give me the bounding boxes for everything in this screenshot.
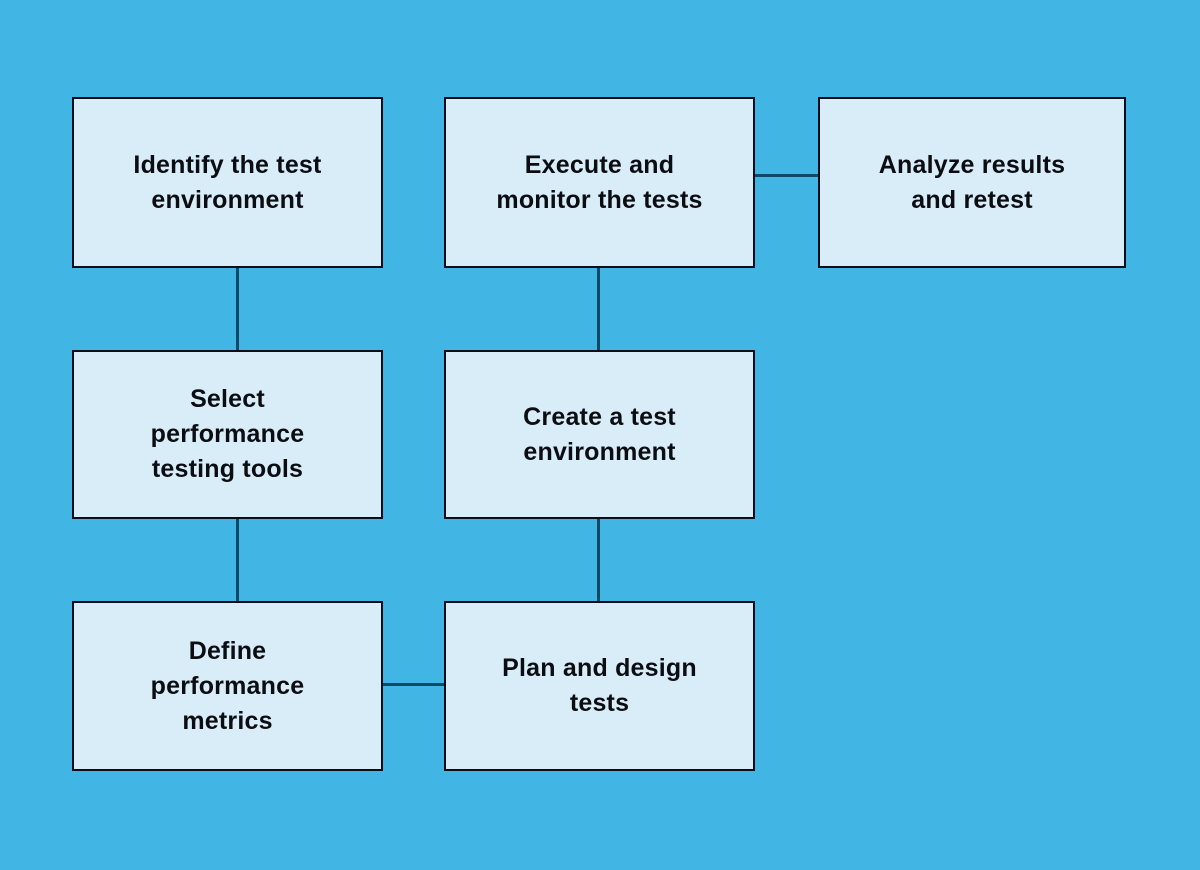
node-label-line: Analyze results <box>878 150 1066 179</box>
connector-execute-to-analyze <box>755 174 818 177</box>
node-label-line: performance <box>150 671 305 700</box>
node-label-line: Identify the test <box>133 150 322 179</box>
node-label-line: metrics <box>182 706 273 735</box>
flowchart-node-select-performance-tools: Select performance testing tools <box>72 350 383 519</box>
flowchart-node-define-performance-metrics: Define performance metrics <box>72 601 383 771</box>
connector-define-to-plan <box>383 683 444 686</box>
node-label-line: tests <box>569 689 630 717</box>
connector-plan-to-create <box>597 519 600 601</box>
flowchart-node-analyze-results-retest: Analyze results and retest <box>818 97 1126 268</box>
flowchart-node-plan-design-tests: Plan and design tests <box>444 601 755 771</box>
node-label-line: performance <box>150 420 305 448</box>
node-label-line: and retest <box>911 185 1033 214</box>
connector-identify-to-select <box>236 268 239 350</box>
connector-select-to-define <box>236 519 239 601</box>
node-label-line: Execute and <box>524 150 675 179</box>
connector-create-to-execute <box>597 268 600 350</box>
node-label-line: testing tools <box>151 455 304 483</box>
node-label-line: Select <box>190 385 265 413</box>
node-label-line: Create a test <box>523 402 676 431</box>
node-label-line: Define <box>188 636 267 665</box>
node-label-line: environment <box>151 185 304 214</box>
flowchart-node-create-test-environment: Create a test environment <box>444 350 755 519</box>
flowchart-node-identify-test-environment: Identify the test environment <box>72 97 383 268</box>
node-label-line: environment <box>523 437 676 466</box>
node-label-line: monitor the tests <box>496 185 703 214</box>
node-label-line: Plan and design <box>502 654 697 682</box>
flowchart-node-execute-monitor-tests: Execute and monitor the tests <box>444 97 755 268</box>
